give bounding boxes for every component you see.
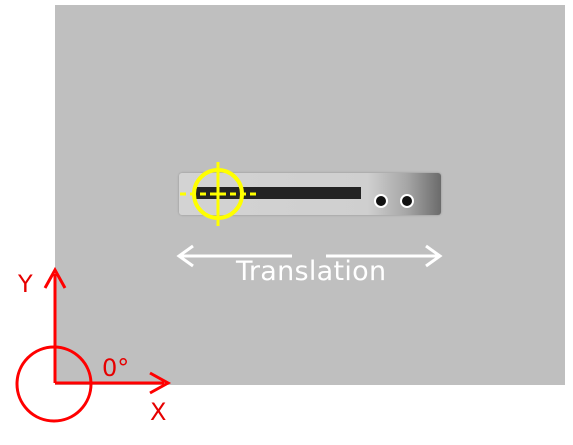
- crosshair-icon[interactable]: [180, 156, 256, 232]
- x-axis-label: X: [150, 398, 167, 426]
- device-slot: [195, 187, 361, 199]
- device-port-right: [400, 194, 414, 208]
- coordinate-axes: [15, 266, 172, 423]
- translation-label: Translation: [236, 256, 387, 287]
- device-strip: [179, 173, 441, 215]
- angle-label: 0°: [102, 354, 130, 382]
- device-port-left: [374, 194, 388, 208]
- y-axis-label: Y: [18, 270, 33, 298]
- translation-arrows: [176, 244, 443, 268]
